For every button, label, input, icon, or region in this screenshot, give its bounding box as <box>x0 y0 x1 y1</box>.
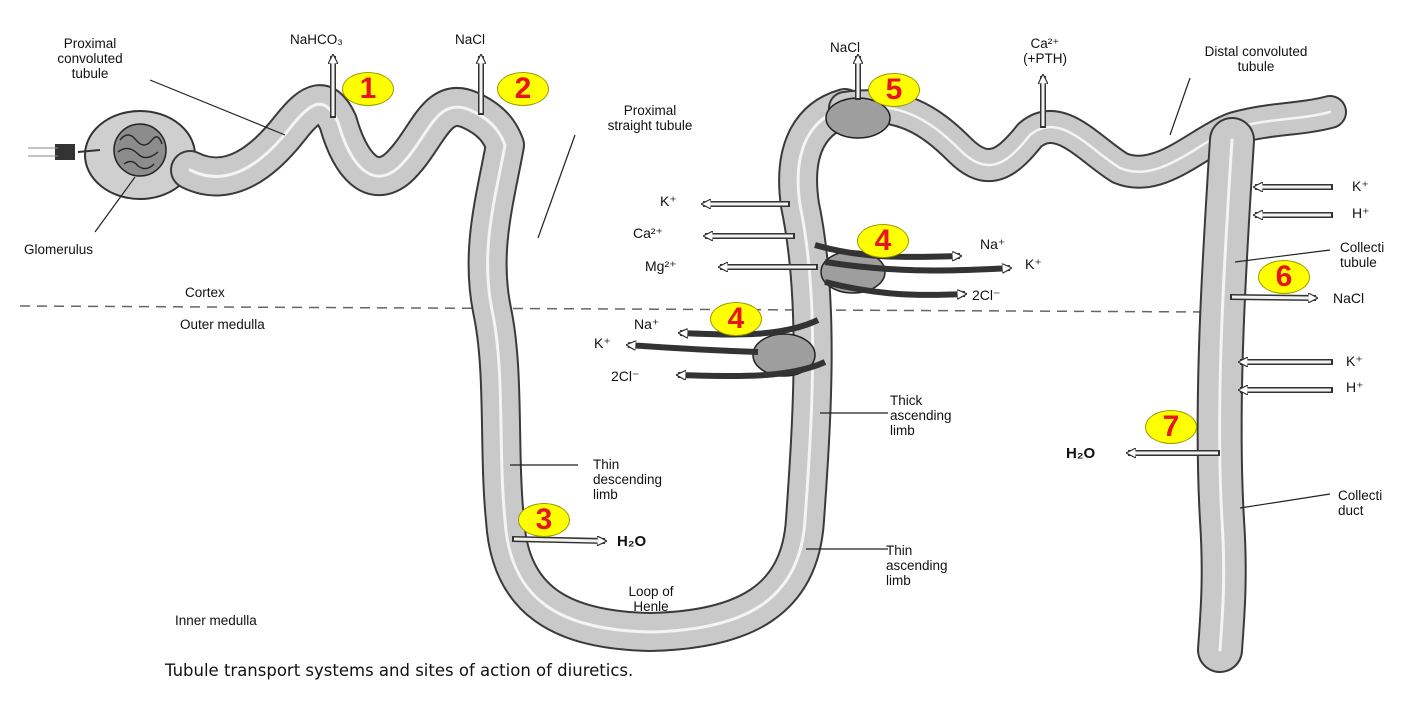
site-7-badge: 7 <box>1145 410 1197 444</box>
ion-h2o-site3: H₂O <box>617 533 647 550</box>
label-nahco3: NaHCO₃ <box>290 32 343 47</box>
ion-mg-tal: Mg²⁺ <box>645 258 677 274</box>
ion-cl-lower: 2Cl⁻ <box>611 368 640 384</box>
collecting-duct <box>1196 117 1255 673</box>
leader-lines <box>94 77 1331 550</box>
label-proximal-convoluted-tubule: Proximal convoluted tubule <box>57 36 123 81</box>
distal-tubule <box>828 89 1347 189</box>
site-2-badge: 2 <box>497 72 549 106</box>
site-3-badge: 3 <box>518 503 570 537</box>
site-5-badge: 5 <box>868 73 920 107</box>
label-thin-ascending-limb: Thin ascending limb <box>886 543 948 588</box>
ion-cl-upper: 2Cl⁻ <box>972 287 1001 303</box>
label-nacl-distal: NaCl <box>830 40 861 55</box>
ion-na-lower: Na⁺ <box>634 316 660 332</box>
site-4-upper-badge: 4 <box>857 224 909 258</box>
label-cortex: Cortex <box>185 285 225 300</box>
ion-k-lower: K⁺ <box>594 335 611 351</box>
site-1-badge: 1 <box>342 72 394 106</box>
label-thick-ascending-limb: Thick ascending limb <box>890 393 952 438</box>
ion-ca-tal: Ca²⁺ <box>633 225 663 241</box>
ion-nacl-site6: NaCl <box>1333 290 1365 306</box>
glomerulus-capsule <box>28 110 196 200</box>
ion-k-upper: K⁺ <box>1025 256 1042 272</box>
label-inner-medulla: Inner medulla <box>175 613 257 628</box>
ion-h2o-site7: H₂O <box>1066 445 1096 462</box>
site-6-badge: 6 <box>1258 260 1310 294</box>
label-outer-medulla: Outer medulla <box>180 317 265 332</box>
ion-k-collecting-tubule: K⁺ <box>1352 178 1369 194</box>
label-glomerulus: Glomerulus <box>24 242 94 257</box>
cortex-medulla-boundary <box>19 305 1211 313</box>
label-collecting-duct: Collecti duct <box>1338 488 1383 518</box>
ion-k-tal: K⁺ <box>660 193 677 209</box>
label-collecting-tubule: Collecti tubule <box>1340 240 1385 270</box>
ion-h-collecting-duct: H⁺ <box>1346 379 1364 395</box>
ion-h-collecting-tubule: H⁺ <box>1352 205 1370 221</box>
ion-na-upper: Na⁺ <box>980 236 1006 252</box>
label-calcium-pth: Ca²⁺ (+PTH) <box>1023 36 1067 66</box>
label-proximal-straight-tubule: Proximal straight tubule <box>607 103 693 133</box>
label-thin-descending-limb: Thin descending limb <box>593 457 663 502</box>
label-nacl-proximal: NaCl <box>455 32 486 47</box>
label-distal-convoluted-tubule: Distal convoluted tubule <box>1204 44 1308 74</box>
nephron-tubule <box>170 84 865 652</box>
figure-caption: Tubule transport systems and sites of ac… <box>165 661 634 680</box>
label-loop-of-henle: Loop of Henle <box>628 584 674 614</box>
site-4-lower-badge: 4 <box>710 302 762 336</box>
ion-k-collecting-duct: K⁺ <box>1346 353 1363 369</box>
